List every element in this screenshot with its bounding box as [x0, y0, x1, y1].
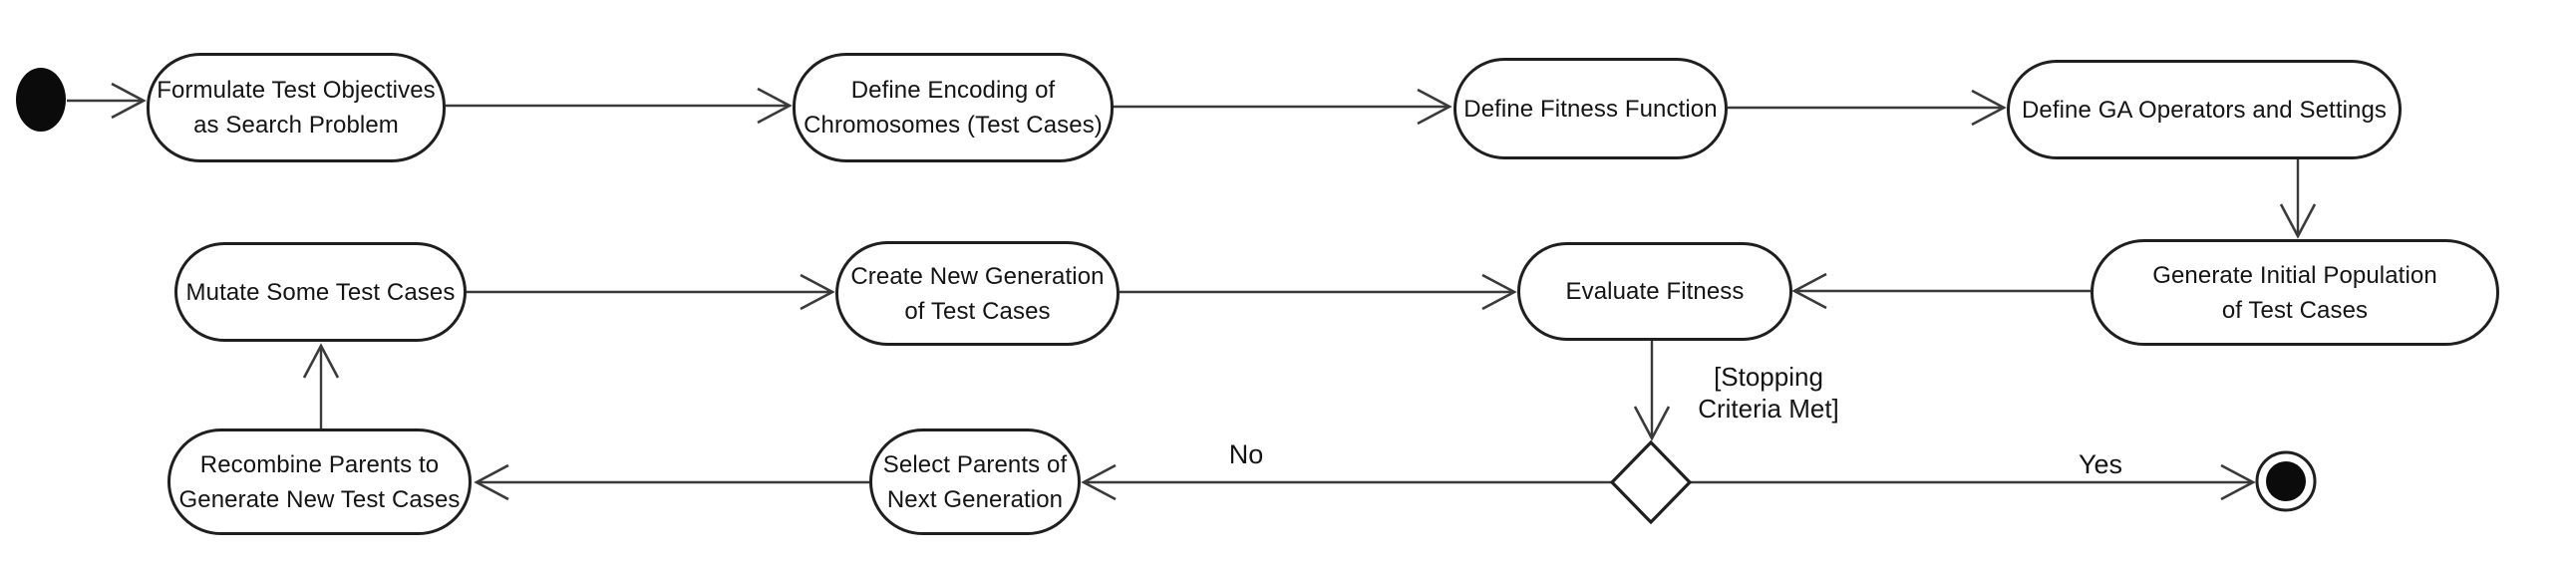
activity-generate-initial-population: Generate Initial Population of Test Case…	[2091, 239, 2499, 346]
activity-evaluate-fitness: Evaluate Fitness	[1517, 242, 1792, 341]
activity-label: Recombine Parents to Generate New Test C…	[178, 450, 461, 513]
activity-label: Select Parents of Next Generation	[882, 450, 1068, 513]
decision-node	[1609, 439, 1693, 525]
activity-recombine-parents: Recombine Parents to Generate New Test C…	[167, 428, 472, 535]
activity-label: Evaluate Fitness	[1565, 278, 1745, 305]
edge-label-stopping-criteria: [Stopping Criteria Met]	[1698, 362, 1839, 424]
activity-mutate-test-cases: Mutate Some Test Cases	[174, 242, 467, 342]
initial-node	[16, 68, 66, 132]
edge-label-no: No	[1228, 439, 1264, 469]
activity-label: Create New Generation of Test Cases	[850, 262, 1105, 325]
activity-label: Define Fitness Function	[1463, 95, 1718, 123]
activity-create-new-generation: Create New Generation of Test Cases	[835, 241, 1120, 346]
activity-label: Formulate Test Objectives as Search Prob…	[157, 77, 436, 139]
activity-label: Generate Initial Population of Test Case…	[2152, 261, 2437, 324]
activity-define-encoding: Define Encoding of Chromosomes (Test Cas…	[793, 53, 1114, 162]
activity-label: Define GA Operators and Settings	[2021, 96, 2388, 124]
final-node-inner-dot	[2266, 461, 2306, 501]
activity-define-fitness-function: Define Fitness Function	[1453, 58, 1728, 159]
activity-define-ga-operators: Define GA Operators and Settings	[2007, 60, 2402, 159]
activity-label: Define Encoding of Chromosomes (Test Cas…	[804, 77, 1103, 139]
activity-formulate-test-objectives: Formulate Test Objectives as Search Prob…	[147, 53, 446, 162]
activity-label: Mutate Some Test Cases	[185, 278, 456, 306]
edge-label-yes: Yes	[2078, 449, 2123, 479]
activity-select-parents: Select Parents of Next Generation	[869, 428, 1081, 535]
